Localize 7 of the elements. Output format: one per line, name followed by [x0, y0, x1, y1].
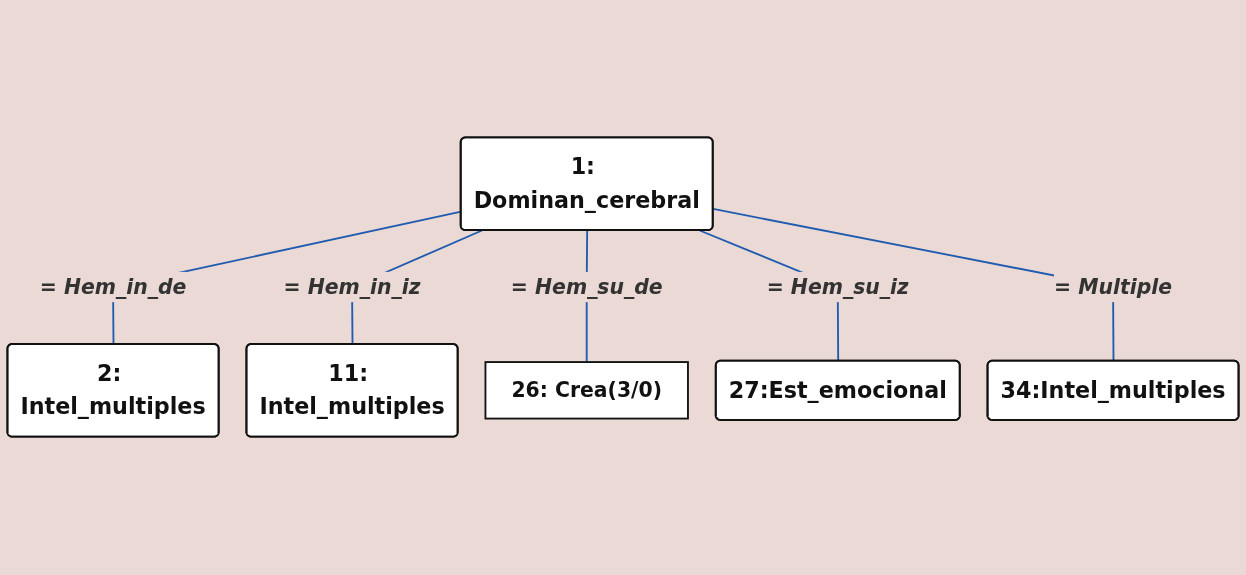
edge-label: = Hem_in_de	[39, 275, 187, 300]
edge-label: = Hem_su_de	[510, 275, 663, 300]
edge-label: = Multiple	[1054, 275, 1173, 300]
node-box: 26: Crea(3/0)	[484, 361, 689, 420]
edge-label: = Hem_in_iz	[283, 275, 421, 300]
connector	[712, 208, 1115, 363]
edge-label: = Hem_su_iz	[766, 275, 909, 300]
